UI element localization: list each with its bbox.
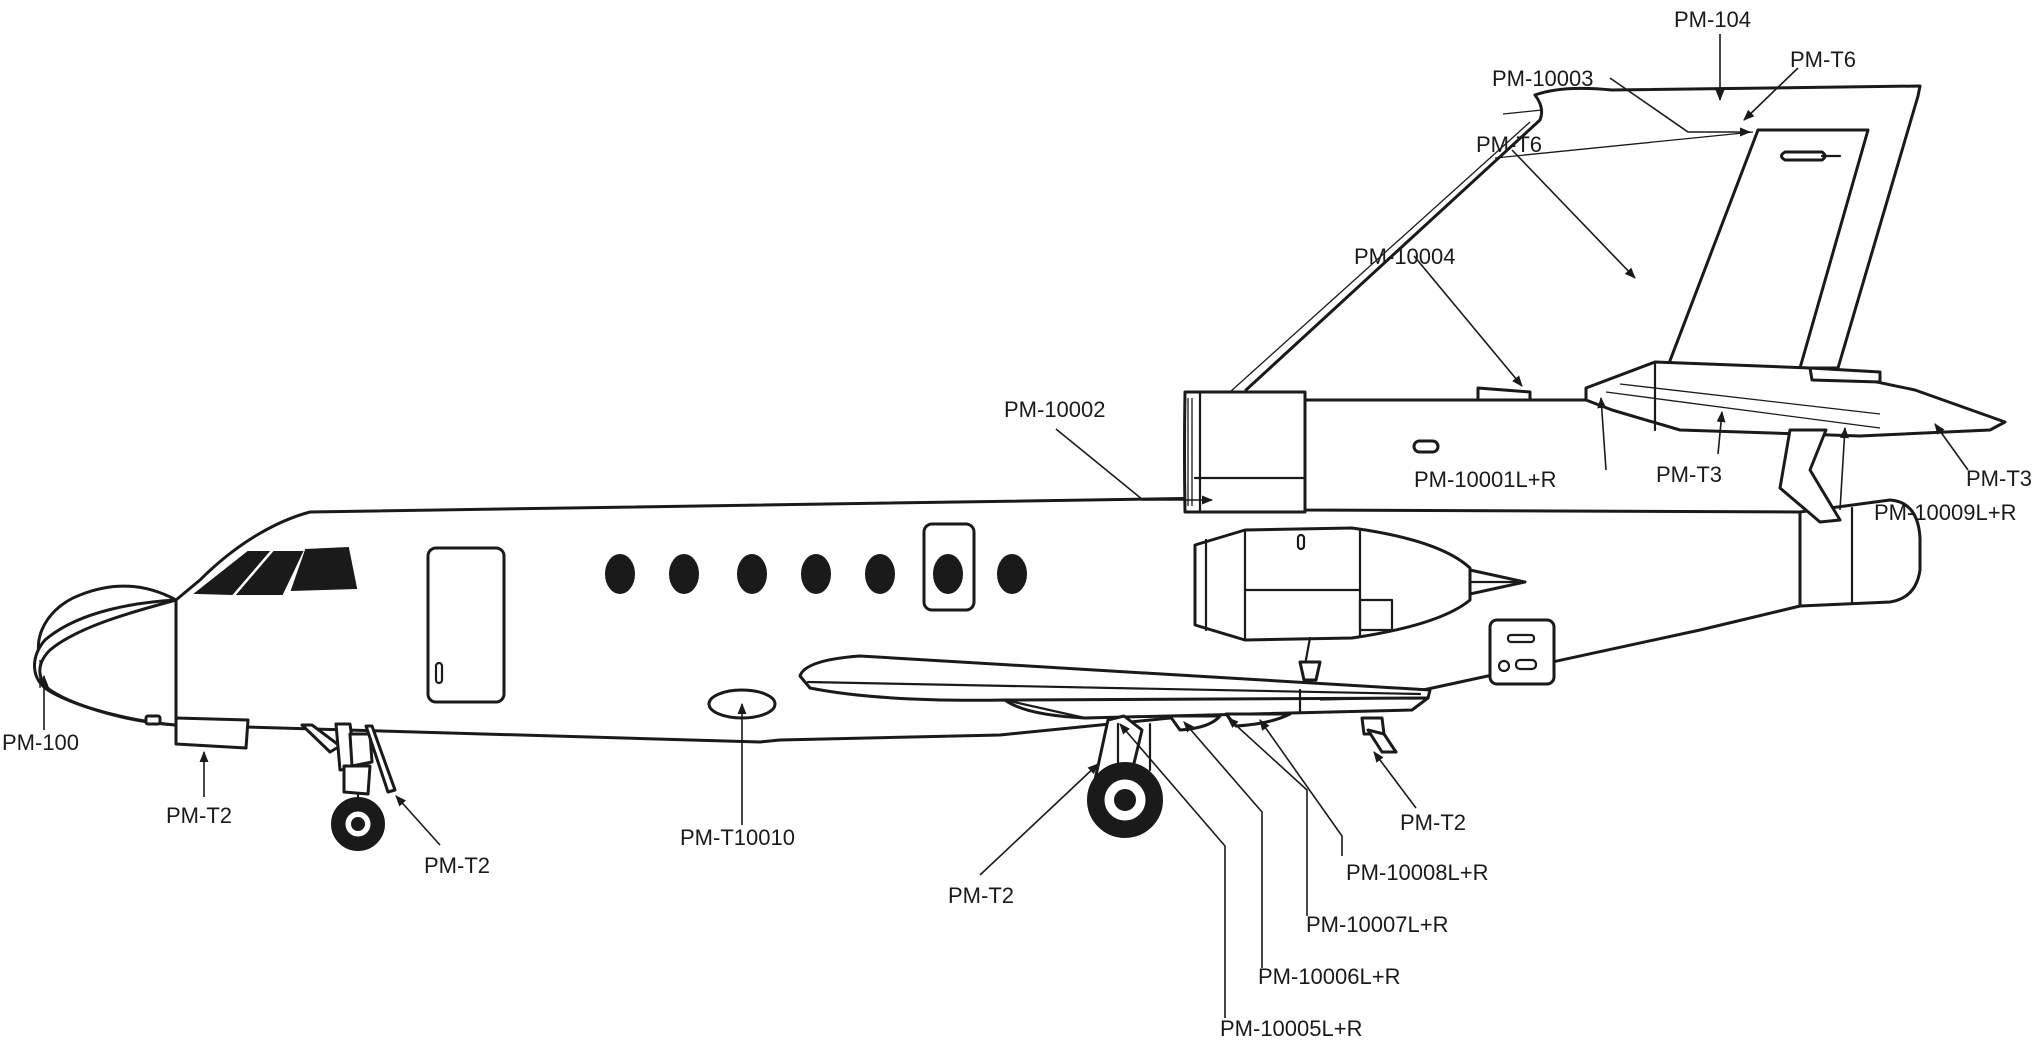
callout-pm-10006: PM-10006L+R [1258, 964, 1400, 989]
callout-pm-100: PM-100 [2, 730, 79, 755]
cockpit-window-3 [290, 546, 358, 592]
callout-leaders [39, 34, 1969, 1018]
side-engine-nacelle [1193, 526, 1472, 642]
cockpit-window-1 [193, 551, 271, 596]
callout-pm-t3-mid: PM-T3 [1656, 462, 1722, 487]
cabin-window-5 [865, 554, 895, 594]
callout-pm-104: PM-104 [1674, 7, 1751, 32]
callout-pm-t10010: PM-T10010 [680, 825, 795, 850]
callout-pm-10008: PM-10008L+R [1346, 860, 1488, 885]
cabin-window-2 [669, 554, 699, 594]
tail-cone [1798, 498, 1922, 608]
callout-pm-10004: PM-10004 [1354, 244, 1456, 269]
callout-pm-10001: PM-10001L+R [1414, 467, 1556, 492]
entry-door [426, 546, 506, 704]
callout-labels: PM-100 PM-T2 PM-T2 PM-T10010 PM-T2 PM-10… [2, 7, 2032, 1040]
center-engine-intake [1183, 390, 1307, 514]
callout-pm-t3-tip: PM-T3 [1966, 466, 2032, 491]
vertical-stabilizer [1244, 84, 1922, 402]
callout-pm-t2-nose-door: PM-T2 [166, 803, 232, 828]
cabin-window-3 [737, 554, 767, 594]
callout-pm-t2-flap-track: PM-T2 [1400, 810, 1466, 835]
callout-pm-10005: PM-10005L+R [1220, 1016, 1362, 1040]
callout-pm-10009: PM-10009L+R [1874, 500, 2016, 525]
horizontal-stabilizer [1584, 360, 2007, 438]
callout-pm-10003: PM-10003 [1492, 66, 1594, 91]
callout-pm-10002: PM-10002 [1004, 397, 1106, 422]
cabin-window-7 [997, 554, 1027, 594]
callout-pm-t2-nose-gear: PM-T2 [424, 853, 490, 878]
callout-pm-10007: PM-10007L+R [1306, 912, 1448, 937]
cabin-window-6 [933, 554, 963, 594]
callout-pm-t6-fin: PM-T6 [1476, 132, 1542, 157]
nose-gear-door [174, 716, 250, 750]
cockpit-window-2 [235, 551, 304, 595]
cabin-window-1 [605, 554, 635, 594]
callout-pm-t2-main-gear: PM-T2 [948, 883, 1014, 908]
cabin-window-4 [801, 554, 831, 594]
callout-pm-t6-top: PM-T6 [1790, 47, 1856, 72]
